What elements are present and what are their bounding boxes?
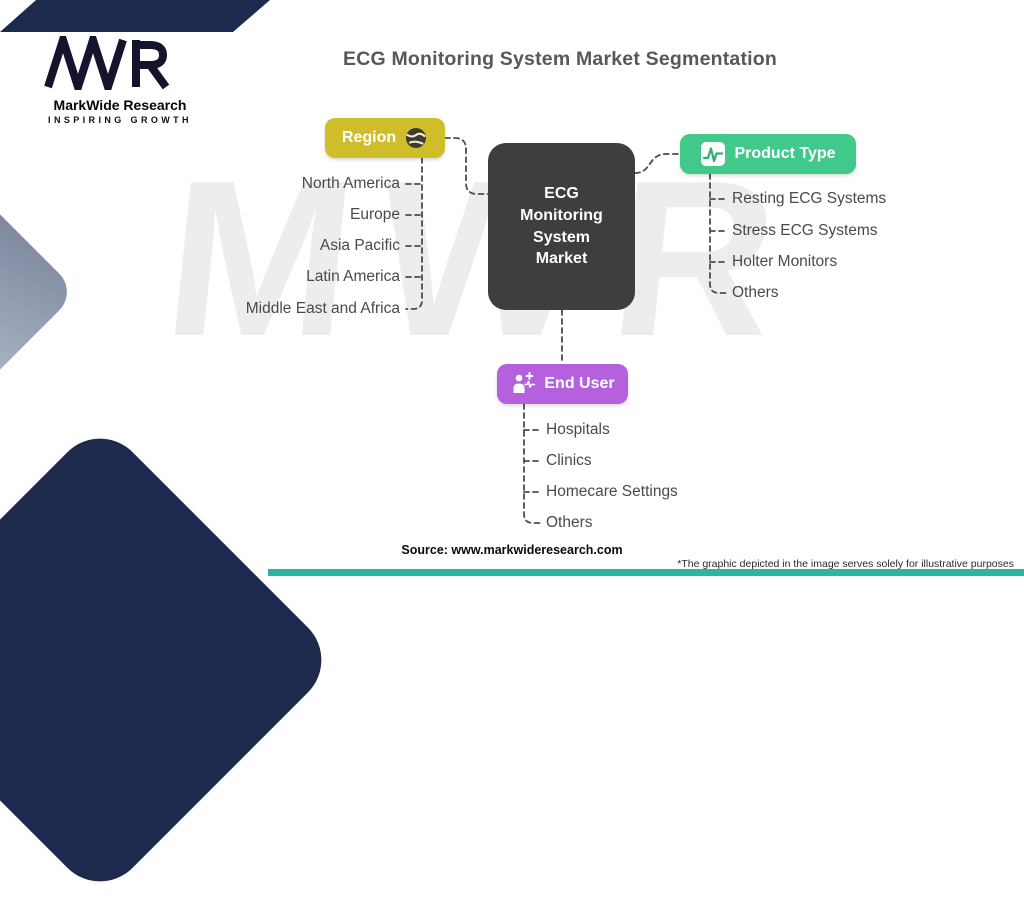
region-badge-label: Region bbox=[341, 129, 397, 146]
central-node-line: System bbox=[533, 228, 590, 246]
product-type-item: Others bbox=[732, 284, 779, 301]
mwr-monogram-icon bbox=[44, 26, 170, 101]
region-item: Latin America bbox=[306, 268, 400, 285]
end-user-item: Others bbox=[546, 514, 593, 531]
product-type-badge: Product Type bbox=[680, 134, 856, 174]
ecg-chart-icon bbox=[701, 142, 726, 166]
end-user-item: Hospitals bbox=[546, 421, 610, 438]
top-corner-band bbox=[0, 0, 270, 32]
end-user-badge-label: End User bbox=[544, 375, 615, 392]
central-node-line: Monitoring bbox=[520, 206, 603, 224]
bottom-accent-bar bbox=[268, 569, 1024, 576]
region-item: Asia Pacific bbox=[319, 237, 400, 254]
product-type-badge-label: Product Type bbox=[734, 145, 836, 162]
globe-icon bbox=[406, 128, 427, 148]
region-item: North America bbox=[301, 175, 400, 192]
end-user-item: Homecare Settings bbox=[546, 483, 678, 500]
product-type-item: Holter Monitors bbox=[732, 253, 838, 270]
medical-person-icon bbox=[513, 372, 536, 393]
brand-tagline: INSPIRING GROWTH bbox=[48, 115, 192, 125]
central-node-line: ECG bbox=[544, 185, 579, 203]
product-type-item: Resting ECG Systems bbox=[732, 190, 887, 207]
end-user-item: Clinics bbox=[546, 452, 592, 469]
page-title: ECG Monitoring System Market Segmentatio… bbox=[342, 48, 777, 70]
disclaimer-text: *The graphic depicted in the image serve… bbox=[677, 558, 1014, 570]
region-item: Middle East and Africa bbox=[245, 300, 400, 317]
central-node-line: Market bbox=[535, 250, 588, 268]
markwide-logo: MarkWide Research INSPIRING GROWTH bbox=[28, 26, 212, 125]
central-node: ECG Monitoring System Market bbox=[488, 143, 635, 310]
end-user-badge: End User bbox=[497, 364, 628, 404]
brand-name: MarkWide Research bbox=[53, 97, 187, 113]
product-type-item: Stress ECG Systems bbox=[732, 222, 878, 239]
region-badge: Region bbox=[325, 118, 445, 158]
region-item: Europe bbox=[350, 206, 400, 223]
infographic: MarkWide Research INSPIRING GROWTH ECG M… bbox=[28, 26, 1014, 570]
source-text: Source: www.markwideresearch.com bbox=[401, 543, 623, 557]
